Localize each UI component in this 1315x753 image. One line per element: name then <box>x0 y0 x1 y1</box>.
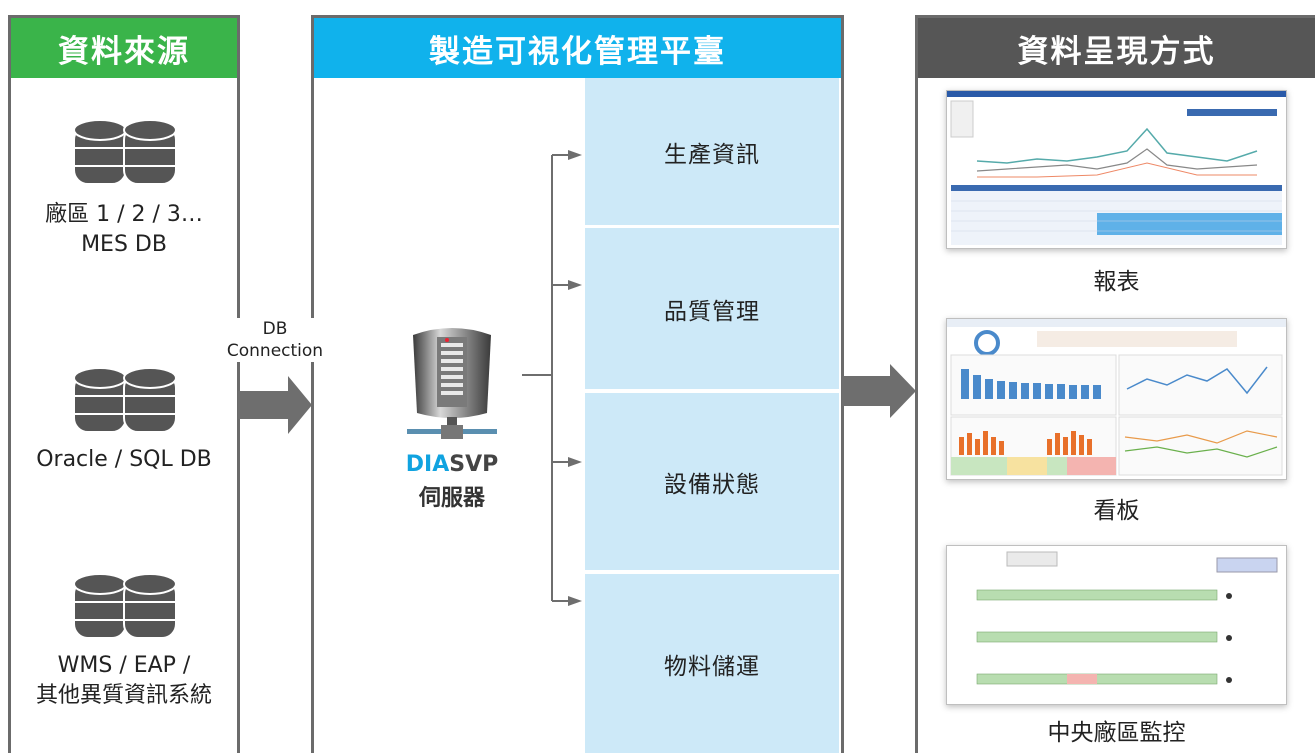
source-label-oracle: Oracle / SQL DB <box>11 445 237 475</box>
source-label-line: 廠區 1 / 2 / 3… <box>45 202 203 227</box>
connection-line: Connection <box>226 341 324 361</box>
source-label-line: WMS / EAP / <box>57 653 191 678</box>
database-icon <box>73 573 177 639</box>
module-quality: 品質管理 <box>585 228 839 389</box>
report-thumbnail <box>946 90 1287 249</box>
output-label-dashboard: 看板 <box>1093 498 1140 524</box>
module-label: 物料儲運 <box>664 653 760 680</box>
module-equipment: 設備狀態 <box>585 393 839 570</box>
module-material: 物料儲運 <box>585 574 839 753</box>
server-label: 伺服器 <box>418 486 485 511</box>
database-icon <box>73 367 177 433</box>
monitor-thumbnail <box>946 545 1287 705</box>
module-label: 品質管理 <box>664 298 760 325</box>
source-label-mes: 廠區 1 / 2 / 3… MES DB <box>11 200 237 260</box>
dashboard-preview <box>947 319 1286 476</box>
connection-arrow <box>238 376 312 434</box>
server-icon <box>407 328 497 439</box>
monitor-preview <box>976 551 1278 685</box>
source-title: 資料來源 <box>58 33 190 70</box>
source-panel: 資料來源 <box>8 15 240 753</box>
branch-connector <box>522 150 582 606</box>
output-title: 資料呈現方式 <box>1017 33 1216 70</box>
output-arrow <box>842 364 916 418</box>
source-label-line: Oracle / SQL DB <box>36 447 212 472</box>
server-brand-dia: DIA <box>405 452 450 477</box>
source-label-line: 其他異質資訊系統 <box>35 683 212 708</box>
output-label-report: 報表 <box>1093 269 1140 295</box>
server-brand-svp: SVP <box>449 452 499 477</box>
database-icon <box>73 119 177 185</box>
output-header: 資料呈現方式 <box>918 18 1315 78</box>
connection-label: DB Connection <box>212 318 338 362</box>
module-label: 設備狀態 <box>664 471 760 498</box>
output-panel: 資料呈現方式 <box>915 15 1315 753</box>
source-label-other: WMS / EAP / 其他異質資訊系統 <box>11 651 237 711</box>
report-preview <box>947 91 1286 245</box>
platform-header: 製造可視化管理平臺 <box>314 18 841 78</box>
platform-title: 製造可視化管理平臺 <box>429 33 726 70</box>
connection-line: DB <box>262 319 288 339</box>
module-label: 生產資訊 <box>664 141 760 168</box>
module-production: 生產資訊 <box>585 78 839 225</box>
dashboard-thumbnail <box>946 318 1287 480</box>
server-brand: DIASVP <box>378 452 526 477</box>
output-label-monitor: 中央廠區監控 <box>1047 720 1186 746</box>
platform-panel: 製造可視化管理平臺 <box>311 15 844 753</box>
source-header: 資料來源 <box>11 18 237 78</box>
source-label-line: MES DB <box>81 232 167 257</box>
